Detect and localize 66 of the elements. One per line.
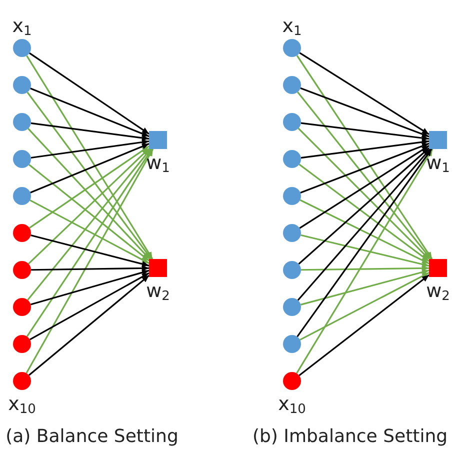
input-node-circle [13, 187, 31, 205]
arrow [30, 88, 150, 138]
node-label: w$_{2}$ [426, 281, 450, 301]
arrow [298, 164, 430, 262]
input-node-circle [283, 76, 301, 94]
arrow [30, 234, 150, 267]
input-node-circle [13, 150, 31, 168]
arrow [297, 148, 431, 301]
arrow [30, 142, 150, 194]
arrow [300, 199, 430, 264]
node-label: w$_{2}$ [146, 281, 170, 301]
input-node-circle [13, 298, 31, 316]
arrow [298, 147, 430, 265]
input-node-circle [283, 298, 301, 316]
arrow [298, 128, 430, 260]
arrow [26, 148, 154, 374]
arrow [30, 139, 150, 159]
arrow [28, 274, 150, 376]
arrow [299, 52, 430, 135]
caption: (a) Balance Setting [6, 426, 178, 447]
input-node-circle [283, 335, 301, 353]
arrow [300, 269, 430, 306]
input-node-circle [283, 224, 301, 242]
arrow [28, 148, 150, 264]
arrow [300, 272, 430, 341]
input-node-circle [283, 113, 301, 131]
arrow [29, 272, 150, 340]
arrow [300, 142, 430, 194]
input-node-circle [13, 335, 31, 353]
caption: (b) Imbalance Setting [252, 426, 448, 447]
arrow [30, 122, 150, 141]
arrow [296, 148, 434, 374]
arrow [29, 52, 150, 135]
arrow [300, 87, 430, 138]
arrow [300, 234, 430, 268]
arrow [298, 274, 430, 376]
arrow [299, 145, 430, 229]
node-label: x$_{1}$ [12, 16, 32, 36]
input-node-circle [13, 76, 31, 94]
arrow [296, 92, 432, 260]
input-node-circle [13, 261, 31, 279]
arrow [28, 146, 150, 229]
input-node-circle [283, 150, 301, 168]
arrow [30, 265, 150, 272]
arrow [300, 139, 430, 159]
arrow [26, 92, 152, 260]
arrow [28, 164, 150, 262]
arrow [296, 55, 433, 260]
node-label: w$_{1}$ [426, 153, 450, 173]
node-label: x$_{1}$ [282, 16, 302, 36]
arrow [296, 148, 432, 338]
input-node-circle [13, 224, 31, 242]
node-label: x$_{10}$ [8, 394, 36, 414]
arrow [300, 265, 430, 272]
input-node-circle [283, 187, 301, 205]
arrow [300, 122, 430, 141]
arrow [30, 200, 150, 264]
node-label: w$_{1}$ [146, 153, 170, 173]
arrow [26, 55, 154, 260]
arrow [30, 270, 150, 306]
node-label: x$_{10}$ [278, 394, 306, 414]
input-node-circle [283, 261, 301, 279]
input-node-circle [13, 113, 31, 131]
arrow [26, 148, 153, 337]
arrow [27, 148, 152, 301]
arrow [28, 128, 150, 260]
